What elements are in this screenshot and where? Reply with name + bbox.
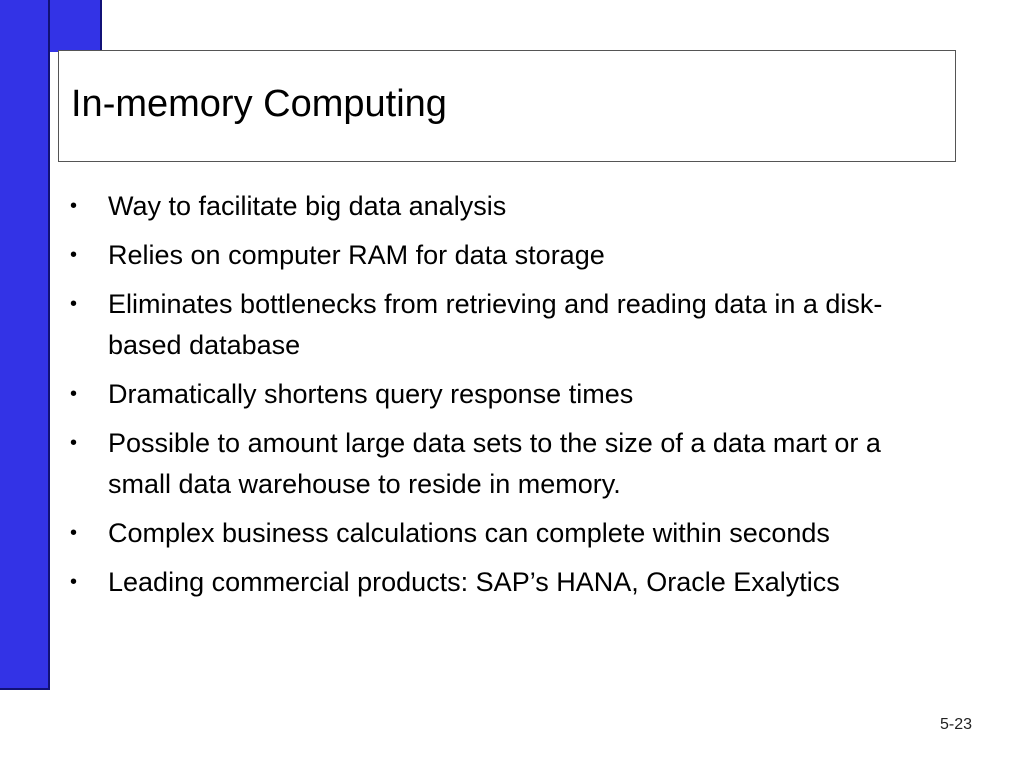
bullet-item: • Complex business calculations can comp… (68, 513, 948, 554)
bullet-dot-icon: • (70, 244, 78, 266)
bullet-item: • Dramatically shortens query response t… (68, 374, 948, 415)
bullet-dot-icon: • (70, 522, 78, 544)
bullet-text: Dramatically shortens query response tim… (108, 379, 634, 409)
title-box: In-memory Computing (58, 50, 956, 162)
bullet-dot-icon: • (70, 432, 78, 454)
accent-cap (50, 0, 102, 52)
bullet-item: • Eliminates bottlenecks from retrieving… (68, 284, 948, 366)
bullet-item: • Leading commercial products: SAP’s HAN… (68, 562, 948, 603)
bullet-text: Leading commercial products: SAP’s HANA,… (108, 567, 840, 597)
bullet-item: • Relies on computer RAM for data storag… (68, 235, 948, 276)
bullet-text: Complex business calculations can comple… (108, 518, 830, 548)
bullet-text: Way to facilitate big data analysis (108, 191, 507, 221)
bullet-dot-icon: • (70, 293, 78, 315)
bullet-dot-icon: • (70, 383, 78, 405)
bullet-item: • Way to facilitate big data analysis (68, 186, 948, 227)
bullet-text: Possible to amount large data sets to th… (108, 428, 881, 499)
bullet-text: Relies on computer RAM for data storage (108, 240, 605, 270)
slide-title: In-memory Computing (71, 83, 447, 125)
bullet-item: • Possible to amount large data sets to … (68, 423, 948, 505)
page-number: 5-23 (939, 716, 972, 733)
bullet-dot-icon: • (70, 571, 78, 593)
bullet-list: • Way to facilitate big data analysis • … (68, 186, 948, 611)
accent-bar (0, 0, 50, 690)
bullet-text: Eliminates bottlenecks from retrieving a… (108, 289, 883, 360)
bullet-dot-icon: • (70, 195, 78, 217)
